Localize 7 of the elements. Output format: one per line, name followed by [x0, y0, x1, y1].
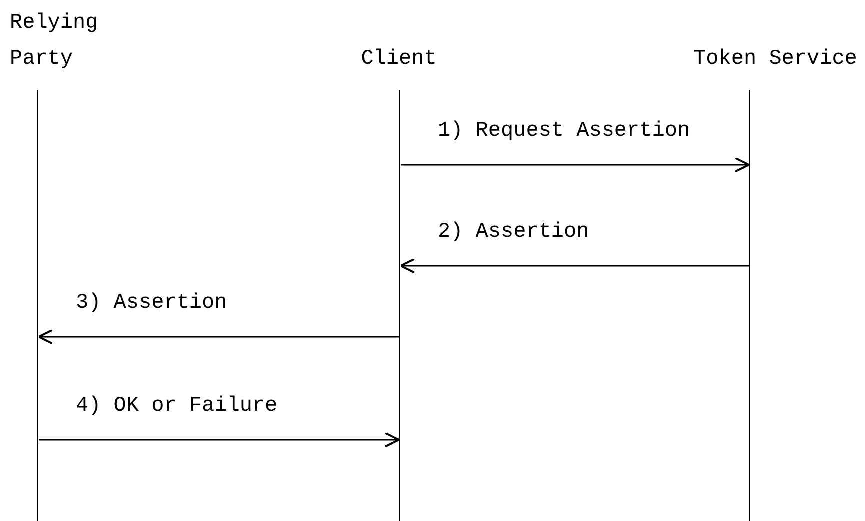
participant-label: Token Service [692, 47, 858, 73]
participant-label: Relying Party [10, 11, 100, 73]
message-arrow [38, 329, 399, 345]
message-arrow [39, 432, 400, 448]
message-arrow [401, 157, 750, 173]
participant-label: Client [360, 47, 438, 73]
message-arrow [400, 258, 749, 274]
